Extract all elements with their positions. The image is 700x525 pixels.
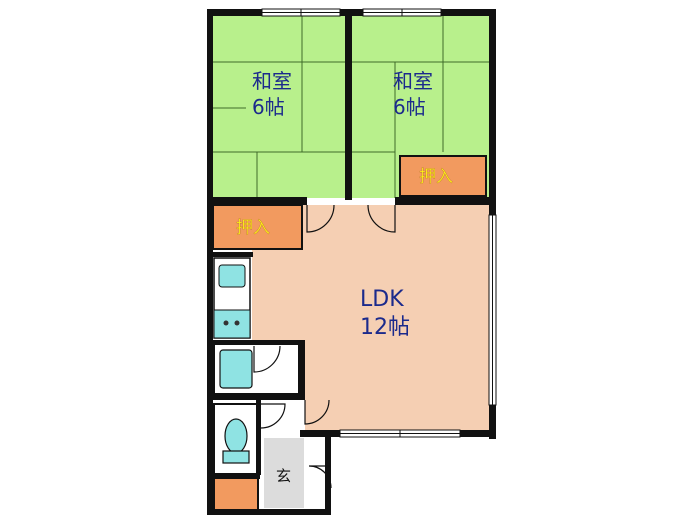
washitsu-left: [211, 15, 346, 198]
closet-right-label: 押入: [419, 167, 453, 187]
stove-burner: [223, 320, 229, 326]
door-swings: [253, 204, 396, 489]
stove-burner: [234, 320, 240, 326]
storage-bottom-left: [213, 477, 259, 512]
genkan: [264, 404, 304, 508]
washitsu-left-name: 和室: [252, 69, 292, 93]
entrance-label: 玄: [276, 467, 291, 485]
closet-left-label: 押入: [236, 218, 270, 238]
bathroom: [213, 343, 301, 395]
ldk-size: 12帖: [360, 315, 410, 340]
ldk-name: LDK: [360, 287, 404, 312]
washitsu-right-size: 6帖: [393, 95, 426, 119]
ldk-floor: [252, 205, 492, 434]
washitsu-left-size: 6帖: [252, 95, 285, 119]
toilet-room: [213, 403, 259, 475]
washitsu-right-name: 和室: [393, 69, 433, 93]
kitchen-counter: [213, 257, 251, 339]
closet-right: [399, 155, 487, 197]
